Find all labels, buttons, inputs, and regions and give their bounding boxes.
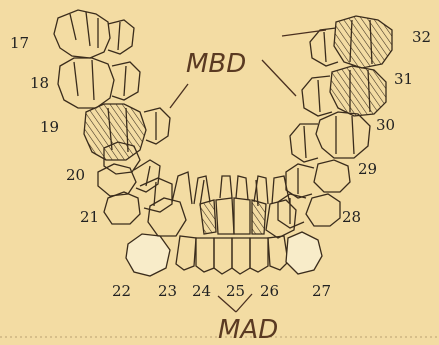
- tooth-number-23: 23: [158, 282, 177, 300]
- tooth-22: [126, 234, 170, 276]
- tooth-number-19: 19: [40, 118, 59, 136]
- tooth-28: [278, 194, 340, 228]
- tooth-number-17: 17: [10, 34, 29, 52]
- tooth-24: [194, 176, 216, 272]
- tooth-27: [286, 232, 322, 274]
- tooth-number-32: 32: [412, 28, 431, 46]
- tooth-19: [84, 104, 170, 174]
- tooth-32: [310, 16, 392, 68]
- tooth-number-21: 21: [80, 208, 99, 226]
- tooth-21: [104, 178, 172, 224]
- tooth-30: [290, 112, 370, 162]
- tooth-25: [214, 176, 250, 274]
- tooth-number-20: 20: [66, 166, 85, 184]
- tooth-number-29: 29: [358, 160, 377, 178]
- tooth-number-27: 27: [312, 282, 331, 300]
- tooth-18: [58, 58, 140, 108]
- tooth-31: [302, 66, 386, 116]
- tooth-number-26: 26: [260, 282, 279, 300]
- tooth-number-18: 18: [30, 74, 49, 92]
- pointer-upper-mid: [262, 60, 296, 96]
- tooth-20: [98, 160, 160, 196]
- tooth-29: [286, 160, 350, 198]
- annotation-upper: MBD: [186, 49, 246, 79]
- tooth-number-30: 30: [376, 116, 395, 134]
- tooth-number-31: 31: [394, 70, 413, 88]
- pointer-upper-right: [282, 30, 326, 36]
- tooth-number-28: 28: [342, 208, 361, 226]
- tooth-17: [54, 10, 134, 58]
- pointer-upper-left: [170, 84, 188, 108]
- annotation-lower: MAD: [218, 315, 278, 345]
- tooth-number-25: 25: [226, 282, 245, 300]
- tooth-number-22: 22: [112, 282, 131, 300]
- tooth-number-24: 24: [192, 282, 211, 300]
